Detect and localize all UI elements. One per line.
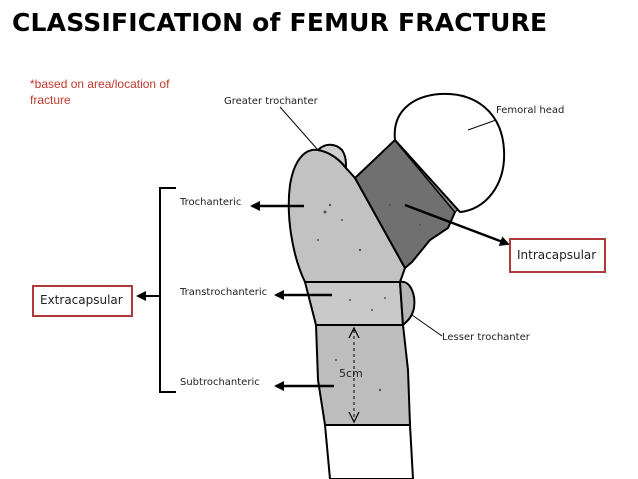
dimension-arrow-top xyxy=(348,326,360,339)
intracapsular-arrow xyxy=(404,203,510,246)
lesser-trochanter-leader xyxy=(411,314,443,337)
greater-trochanter-tip xyxy=(315,143,348,171)
extracapsular-bracket xyxy=(159,187,176,393)
lesser-trochanter-label: Lesser trochanter xyxy=(442,332,530,343)
dimension-label: 5cm xyxy=(339,367,363,380)
note-text: *based on area/location of fracture xyxy=(30,77,170,107)
intracapsular-box: Intracapsular xyxy=(509,238,607,273)
lesser-trochanter-shape xyxy=(398,280,416,328)
extracapsular-box: Extracapsular xyxy=(32,285,133,317)
bone-texture xyxy=(317,203,421,392)
transtrochanteric-label: Transtrochanteric xyxy=(180,287,268,298)
shaft-stub xyxy=(323,424,415,479)
page-title: CLASSIFICATION of FEMUR FRACTURE xyxy=(12,8,548,37)
trochanteric-label: Trochanteric xyxy=(180,197,242,208)
greater-trochanter-label: Greater trochanter xyxy=(224,96,318,107)
subtrochanteric-label: Subtrochanteric xyxy=(180,377,260,388)
greater-trochanter-leader xyxy=(279,106,319,151)
subtrochanteric-region xyxy=(314,324,412,426)
femoral-head xyxy=(393,92,506,214)
transtrochanteric-region xyxy=(303,281,405,326)
femoral-head-leader xyxy=(467,119,497,131)
dimension-arrow-bottom xyxy=(348,411,360,424)
femoral-head-label: Femoral head xyxy=(496,105,565,116)
